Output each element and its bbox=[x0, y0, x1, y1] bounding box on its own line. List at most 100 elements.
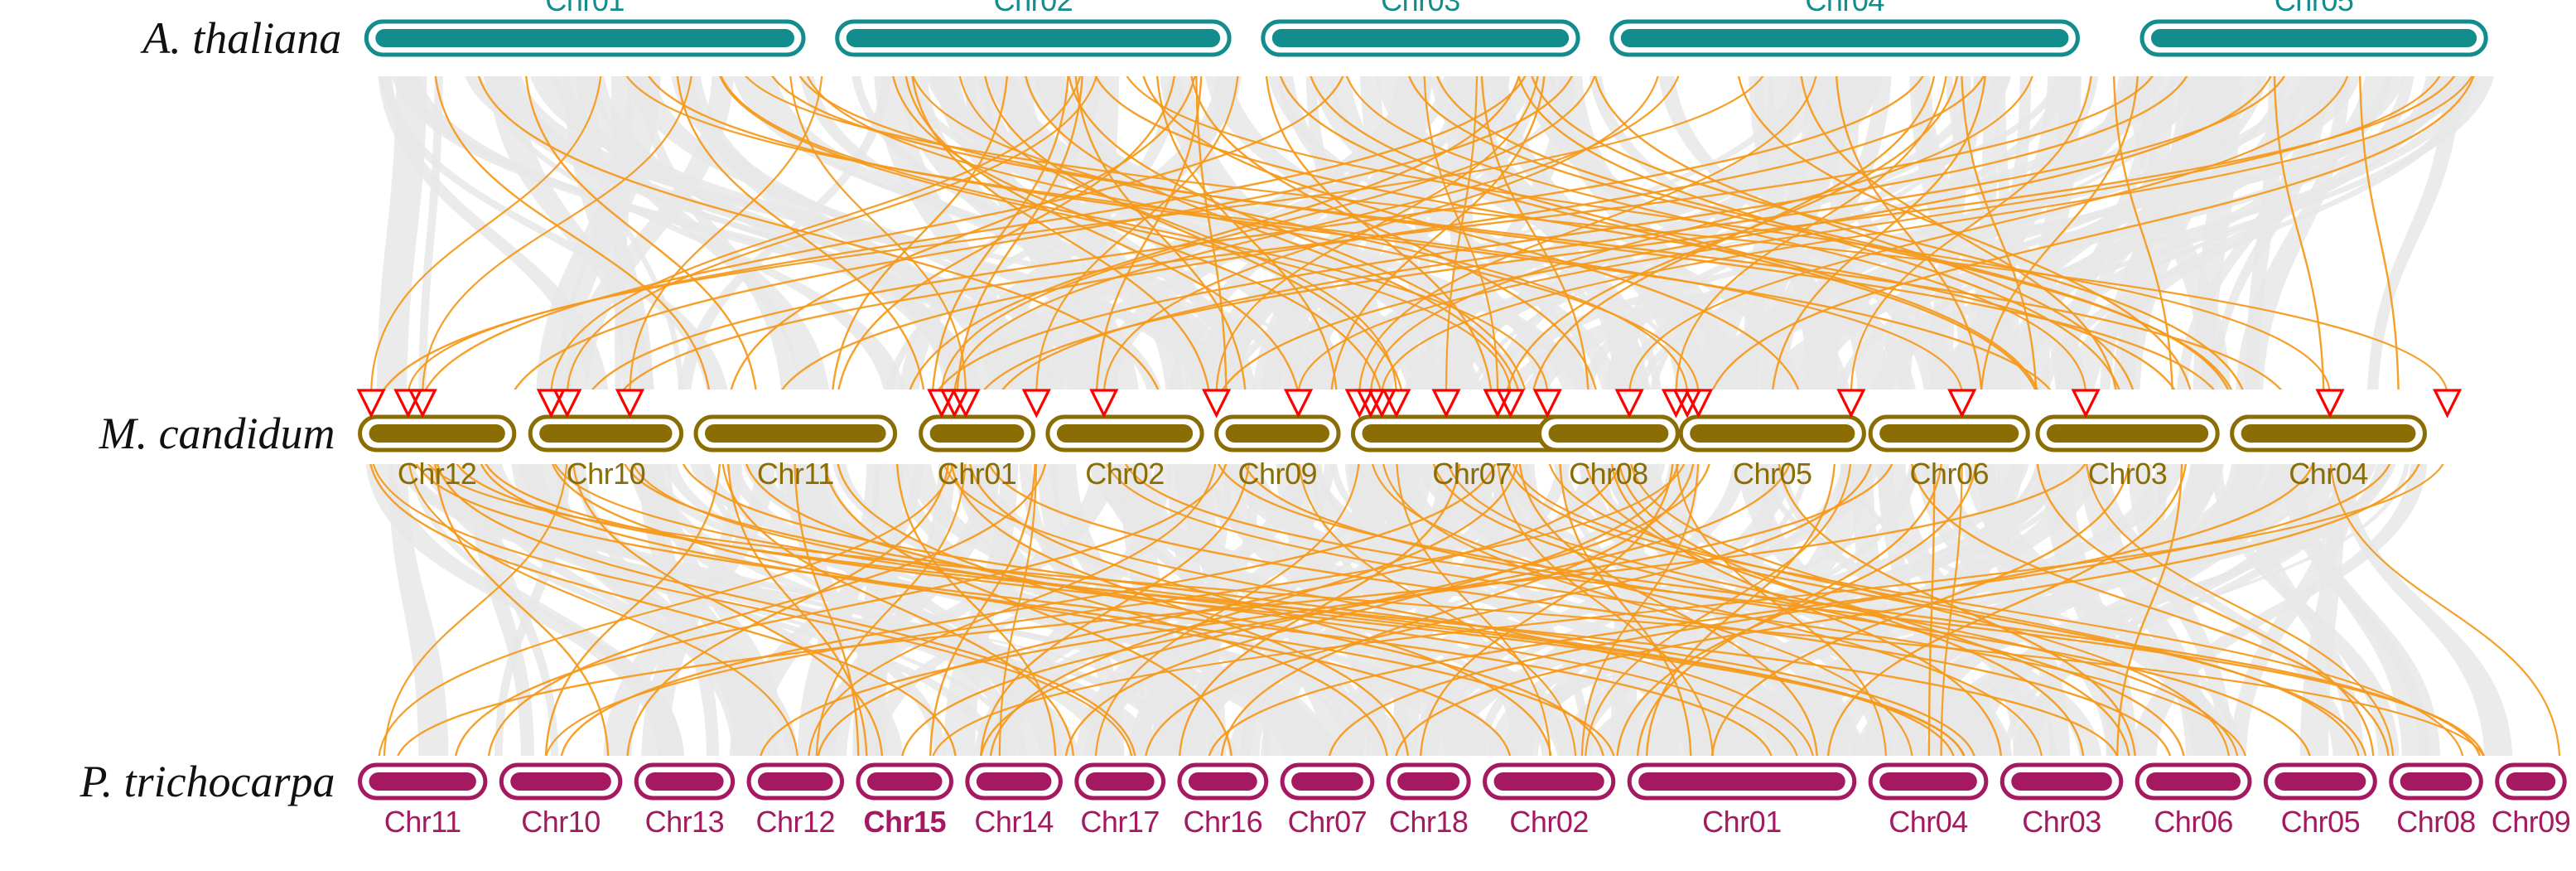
triangle-down-icon bbox=[1201, 389, 1232, 419]
chromosome-label: Chr07 bbox=[1432, 457, 1512, 491]
chromosome-label: Chr15 bbox=[863, 805, 946, 839]
chromosome-label: Chr13 bbox=[644, 805, 725, 839]
chromosome-label: Chr01 bbox=[937, 457, 1017, 491]
chromosome-label: Chr09 bbox=[1237, 457, 1318, 491]
triangle-down-icon bbox=[408, 389, 437, 419]
chromosome-label: Chr12 bbox=[755, 805, 836, 839]
chromosome-bar-fill bbox=[1879, 424, 2019, 443]
chromosome-bar-fill bbox=[1362, 424, 1582, 443]
species-label-row-mc: M. candidum bbox=[99, 409, 335, 458]
triangle-down-icon bbox=[552, 389, 582, 419]
triangle-down-icon bbox=[1367, 389, 1397, 419]
triangle-down-icon bbox=[615, 389, 645, 419]
chromosome-label: Chr17 bbox=[1080, 805, 1160, 839]
chromosome-bars bbox=[358, 19, 2567, 801]
chromosome-label: Chr08 bbox=[2396, 805, 2476, 839]
chromosome-label: Chr02 bbox=[993, 0, 1073, 17]
chromosome-bar-fill bbox=[1397, 772, 1460, 791]
chromosome-label: Chr10 bbox=[566, 457, 646, 491]
chromosome-label: Chr05 bbox=[2274, 0, 2354, 17]
triangle-down-icon bbox=[1496, 389, 1526, 419]
triangle-down-icon bbox=[2071, 389, 2101, 419]
triangle-down-icon bbox=[356, 389, 386, 419]
chromosome-label: Chr16 bbox=[1183, 805, 1263, 839]
chromosome-label: Chr06 bbox=[2154, 805, 2233, 839]
chromosome-label: Chr18 bbox=[1388, 805, 1469, 839]
chromosome-bar-fill bbox=[1493, 772, 1604, 791]
chromosome-bar-fill bbox=[1879, 772, 1977, 791]
chromosome-bar-fill bbox=[2151, 29, 2477, 47]
triangle-down-icon bbox=[1431, 389, 1461, 419]
chromosome-bar-fill bbox=[2046, 424, 2209, 443]
chromosome-label: Chr10 bbox=[521, 805, 601, 839]
chromosome-label: Chr04 bbox=[1889, 805, 1968, 839]
chromosome-label: Chr09 bbox=[2491, 805, 2571, 839]
triangle-down-icon bbox=[393, 389, 423, 419]
species-label-row-at: A. thaliana bbox=[142, 13, 342, 63]
chromosome-label: Chr03 bbox=[2087, 457, 2168, 491]
chromosome-bar-fill bbox=[1638, 772, 1845, 791]
chromosome-label: Chr06 bbox=[1909, 457, 1989, 491]
chromosome-label: Chr07 bbox=[1287, 805, 1368, 839]
chromosome-bar-fill bbox=[1188, 772, 1257, 791]
chromosome-label: Chr04 bbox=[1805, 0, 1884, 17]
chromosome-label: Chr03 bbox=[1381, 0, 1460, 17]
triangle-down-icon bbox=[1836, 389, 1866, 419]
chromosome-bar-fill bbox=[1085, 772, 1155, 791]
chromosome-label: Chr02 bbox=[1085, 457, 1165, 491]
chromosome-bar-fill bbox=[2275, 772, 2366, 791]
triangle-down-icon bbox=[2433, 389, 2463, 419]
chromosome-label: Chr01 bbox=[1702, 805, 1782, 839]
triangle-down-icon bbox=[1683, 389, 1714, 419]
chromosome-bar-fill bbox=[758, 772, 833, 791]
triangle-down-icon bbox=[951, 389, 981, 419]
chromosome-label: Chr01 bbox=[545, 0, 625, 17]
triangle-down-icon bbox=[1283, 389, 1314, 419]
chromosome-bar-fill bbox=[705, 424, 886, 443]
chromosome-bar-fill bbox=[1620, 29, 2069, 47]
chromosome-label: Chr08 bbox=[1569, 457, 1648, 491]
triangle-down-icon bbox=[1382, 389, 1411, 419]
triangle-down-icon bbox=[1532, 389, 1562, 419]
chromosome-bar-fill bbox=[645, 772, 724, 791]
triangle-down-icon bbox=[1089, 389, 1119, 419]
chromosome-bar-fill bbox=[1291, 772, 1363, 791]
species-label-row-pt: P. trichocarpa bbox=[80, 757, 335, 806]
chromosome-bar-fill bbox=[976, 772, 1052, 791]
highlight-links bbox=[369, 76, 2560, 756]
chromosome-bar-fill bbox=[1225, 424, 1330, 443]
chromosome-label: Chr03 bbox=[2022, 805, 2101, 839]
triangle-down-icon bbox=[536, 389, 567, 419]
chromosome-bar-fill bbox=[510, 772, 611, 791]
chromosome-label: Chr11 bbox=[384, 805, 461, 839]
chromosome-bar-fill bbox=[539, 424, 673, 443]
chromosome-bar-fill bbox=[375, 29, 794, 47]
chromosome-label: Chr11 bbox=[756, 457, 834, 491]
chromosome-bar-fill bbox=[1056, 424, 1194, 443]
chromosome-bar-fill bbox=[2241, 424, 2416, 443]
chromosome-bar-fill bbox=[369, 424, 505, 443]
chromosome-bar-fill bbox=[866, 772, 943, 791]
chromosome-label: Chr12 bbox=[397, 457, 477, 491]
chromosome-label: Chr14 bbox=[974, 805, 1054, 839]
triangle-down-icon bbox=[1021, 389, 1051, 419]
chromosome-bar-fill bbox=[2400, 772, 2472, 791]
triangle-down-icon bbox=[1947, 389, 1977, 419]
chromosome-bar-fill bbox=[846, 29, 1221, 47]
triangle-down-icon bbox=[2315, 389, 2345, 419]
locus-markers bbox=[356, 389, 2463, 419]
chromosome-bar-fill bbox=[2011, 772, 2112, 791]
chromosome-bar-fill bbox=[1548, 424, 1669, 443]
chromosome-bar-fill bbox=[1271, 29, 1570, 47]
chromosome-label: Chr04 bbox=[2289, 457, 2368, 491]
chromosome-label: Chr02 bbox=[1509, 805, 1589, 839]
chromosome-bar-fill bbox=[1690, 424, 1855, 443]
chromosome-bar-fill bbox=[369, 772, 476, 791]
chromosome-label: Chr05 bbox=[2280, 805, 2361, 839]
chromosome-bar-fill bbox=[929, 424, 1025, 443]
chromosome-bar-fill bbox=[2506, 772, 2556, 791]
chromosome-label: Chr05 bbox=[1733, 457, 1812, 491]
triangle-down-icon bbox=[1614, 389, 1644, 419]
